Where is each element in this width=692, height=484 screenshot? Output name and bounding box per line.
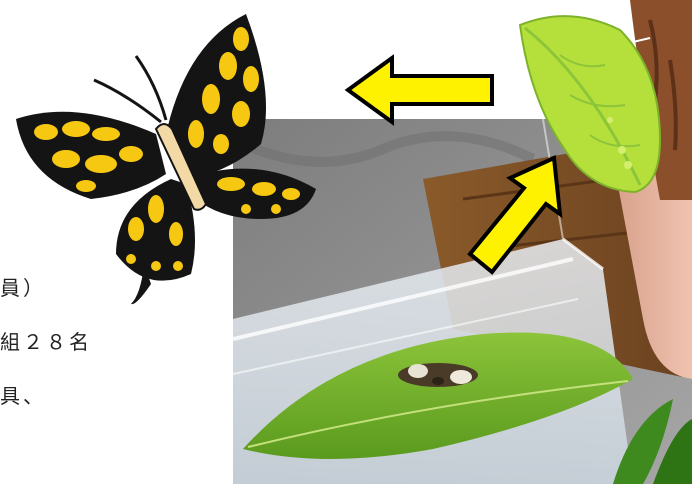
left-arrow bbox=[344, 52, 496, 128]
caterpillar bbox=[398, 363, 478, 387]
text-fragment-3: 具、 bbox=[0, 380, 46, 409]
text-fragment-2: 組２８名 bbox=[0, 326, 92, 355]
butterfly-illustration bbox=[6, 4, 324, 310]
up-right-arrow bbox=[462, 152, 568, 278]
